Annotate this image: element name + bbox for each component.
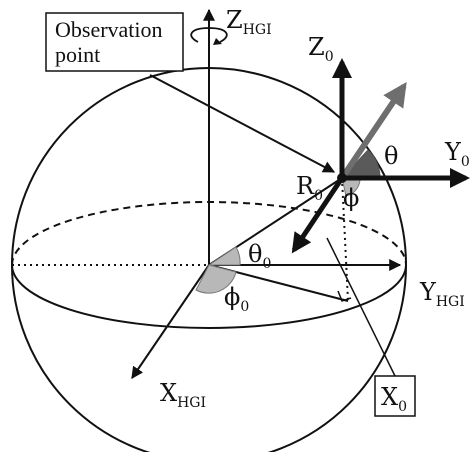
view-direction-arrow	[339, 82, 407, 180]
x-hgi-axis	[131, 264, 210, 379]
y0-label: Y0	[444, 138, 470, 170]
x0-callout-line	[326, 237, 397, 379]
phi0-wedge	[195, 264, 237, 294]
observation-callout-box	[45, 12, 184, 72]
equator-front	[11, 264, 407, 329]
x0-axis	[291, 176, 345, 254]
theta0-wedge	[207, 246, 241, 266]
theta-label: θ	[384, 142, 398, 170]
rotation-icon	[190, 27, 228, 43]
rotation-arrowhead-icon	[213, 38, 222, 45]
x0-callout-label: X0	[381, 383, 407, 415]
y-hgi-label: YHGI	[419, 278, 465, 310]
observation-point-dot	[337, 173, 347, 183]
z-hgi-label: ZHGI	[226, 6, 272, 38]
phi0-label: ϕ0	[224, 283, 249, 315]
observation-callout-arrow	[149, 74, 336, 173]
theta0-label: θ0	[248, 240, 271, 272]
r0-label: R0	[296, 172, 323, 204]
phi-label: ϕ	[343, 184, 359, 212]
observation-callout-line2: point	[55, 42, 100, 67]
z0-label: Z0	[308, 33, 334, 65]
x0-callout-box	[374, 375, 416, 417]
vertical-dotted	[341, 177, 349, 302]
x-hgi-label: XHGI	[160, 379, 206, 411]
observation-callout-line1: Observation	[55, 17, 163, 42]
